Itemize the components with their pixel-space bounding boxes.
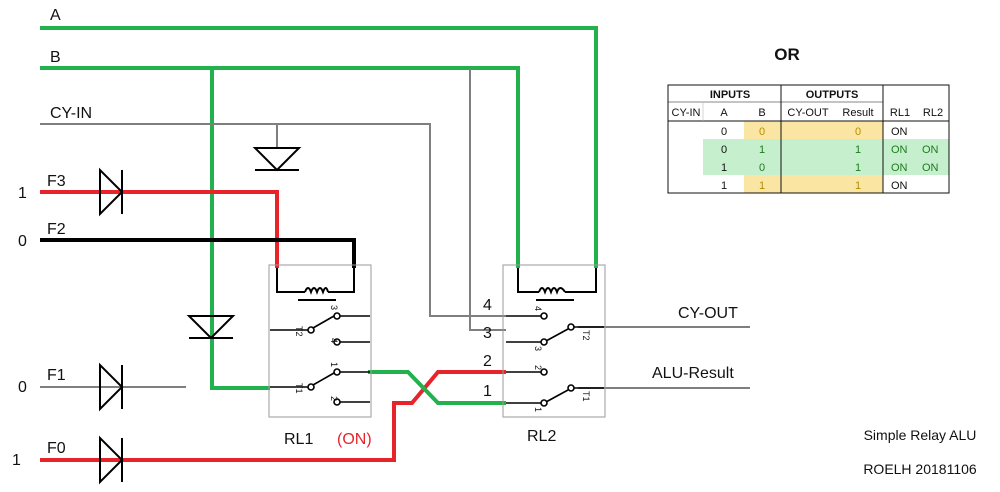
table-cell-rl1: ON <box>891 162 908 174</box>
table-cell-result: 1 <box>855 180 861 192</box>
bus-b-label: B <box>50 49 61 66</box>
truth-table: INPUTS OUTPUTS CY-IN A B CY-OUT Result R… <box>667 84 950 194</box>
truth-table-title: OR <box>774 45 800 64</box>
rl2-name: RL2 <box>527 428 556 445</box>
diode-b <box>186 315 236 340</box>
table-header: A <box>720 107 728 119</box>
rl1-state: (ON) <box>337 431 372 448</box>
table-cell-rl1: ON <box>891 144 908 156</box>
f3-value: 1 <box>18 185 27 202</box>
table-cell-b: 1 <box>759 144 765 156</box>
rl2-pin-number: 3 <box>483 325 492 342</box>
table-cell-result: 1 <box>855 162 861 174</box>
relay-rl2-body <box>502 264 606 418</box>
table-cell-rl2: ON <box>922 162 939 174</box>
diode-f3 <box>99 167 124 217</box>
bus-b-wire <box>40 66 520 390</box>
rl1-name: RL1 <box>284 431 313 448</box>
diode-cy-in <box>252 147 302 172</box>
rl1-output-wire <box>368 370 506 405</box>
rl1-contact-label: 1 <box>329 362 339 367</box>
rl2-contact-label: 3 <box>533 346 543 351</box>
diagram-caption: Simple Relay ALU <box>864 427 977 443</box>
output-wires <box>578 326 750 389</box>
table-cell-result: 1 <box>855 144 861 156</box>
f2-wire <box>40 238 356 268</box>
relay-rl1-body <box>268 264 372 418</box>
f2-label: F2 <box>47 221 66 238</box>
table-cell-rl1: ON <box>891 180 908 192</box>
rl1-contact-label: 4 <box>329 338 339 343</box>
table-cell-b: 1 <box>759 180 765 192</box>
rl2-contact-label: 1 <box>533 407 543 412</box>
table-cell-a: 1 <box>721 162 727 174</box>
rl2-contact-label: 2 <box>533 365 543 370</box>
table-header: CY-OUT <box>787 107 828 119</box>
relay-rl2: 4 3 T2 2 1 T1 <box>502 264 606 418</box>
cy-out-label: CY-OUT <box>678 305 738 322</box>
bus-b-branch-wire <box>469 68 506 331</box>
f1-value: 0 <box>18 379 27 396</box>
rl1-contact-label: 2 <box>329 396 339 401</box>
table-row: 0 1 1 ON ON <box>721 144 939 156</box>
f0-label: F0 <box>47 440 66 457</box>
f3-label: F3 <box>47 173 66 190</box>
bus-a-wire <box>40 26 598 268</box>
table-cell-result: 0 <box>855 126 861 138</box>
table-cell-a: 0 <box>721 144 727 156</box>
f1-label: F1 <box>47 367 66 384</box>
table-cell-a: 0 <box>721 126 727 138</box>
rl2-contact-label: T1 <box>581 391 591 402</box>
relay-rl1-contacts <box>270 312 370 406</box>
relay-rl2-contacts <box>506 312 604 407</box>
bus-a-label: A <box>50 7 61 24</box>
rl1-contact-label: T2 <box>294 326 304 337</box>
table-row: 1 1 1 ON <box>721 180 908 192</box>
rl2-contact-label: T2 <box>581 330 591 341</box>
rl2-pin-number: 4 <box>483 297 492 314</box>
table-cell-a: 1 <box>721 180 727 192</box>
table-cell-b: 0 <box>759 126 765 138</box>
relay-rl1: T2 3 4 T1 1 2 <box>268 264 372 418</box>
rl2-pin-number: 1 <box>483 383 492 400</box>
rl1-contact-label: 3 <box>329 305 339 310</box>
f0-value: 1 <box>12 452 21 469</box>
table-header: B <box>758 107 765 119</box>
alu-result-label: ALU-Result <box>652 365 734 382</box>
table-group-outputs: OUTPUTS <box>806 89 859 101</box>
f0-wire <box>40 370 506 462</box>
diagram-credit: ROELH 20181106 <box>863 461 977 477</box>
relay-rl2-coil <box>517 268 597 301</box>
table-cell-b: 0 <box>759 162 765 174</box>
cy-in-wire <box>40 123 506 317</box>
table-header: RL1 <box>890 107 910 119</box>
table-row: 0 0 0 ON <box>721 126 908 138</box>
table-header: Result <box>842 107 873 119</box>
diode-f0 <box>99 435 124 485</box>
table-group-inputs: INPUTS <box>710 89 750 101</box>
diode-f1 <box>99 362 124 412</box>
table-row: 1 0 1 ON ON <box>721 162 939 174</box>
table-cell-rl1: ON <box>891 126 908 138</box>
f2-value: 0 <box>18 233 27 250</box>
relay-rl1-coil <box>276 268 355 301</box>
rl1-contact-label: T1 <box>294 383 304 394</box>
f3-wire <box>40 190 279 268</box>
table-header: RL2 <box>923 107 943 119</box>
cy-in-label: CY-IN <box>50 105 92 122</box>
table-header: CY-IN <box>672 107 701 119</box>
table-cell-rl2: ON <box>922 144 939 156</box>
rl2-pin-number: 2 <box>483 353 492 370</box>
rl2-contact-label: 4 <box>533 306 543 311</box>
